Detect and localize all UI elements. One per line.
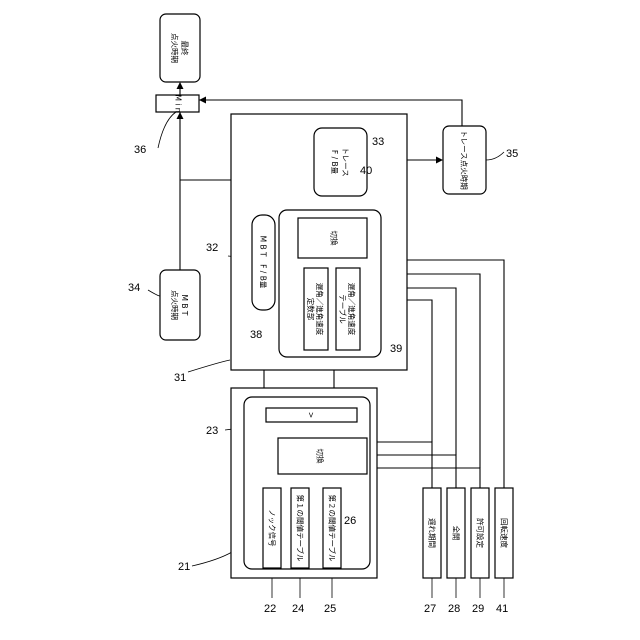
- leader-31: [188, 360, 230, 372]
- switch-upper-label: 切換: [330, 231, 340, 246]
- ref-38: 38: [250, 329, 262, 341]
- comparator-label: >: [307, 412, 316, 418]
- ref-22: 22: [264, 603, 276, 615]
- ref-36: 36: [134, 144, 146, 156]
- retard-advance-const-block: 遅角／進角速度 定数部: [304, 268, 328, 350]
- ref-28: 28: [448, 603, 460, 615]
- permission-setting-label: 許可設定: [476, 518, 486, 548]
- trace-ignition-block: トレース点火時期: [443, 126, 486, 194]
- retard-advance-table-line1: 遅角／進角速度: [347, 283, 357, 336]
- ref-27: 27: [424, 603, 436, 615]
- mbt-fb-block: M B T F / B量: [252, 215, 275, 310]
- leader-36: [158, 112, 176, 148]
- arrow-into-min-right: [199, 97, 206, 104]
- rotation-speed-label: 回転速度: [500, 518, 510, 548]
- mbt-ignition-line1: M B T: [180, 295, 189, 316]
- permission-setting-block: 許可設定: [471, 488, 489, 578]
- arrow-into-min-bottom: [177, 112, 184, 119]
- threshold-table-1-label: 第１の閾値テーブル: [296, 494, 306, 562]
- ref-21: 21: [178, 561, 190, 573]
- ref-23: 23: [206, 425, 218, 437]
- final-ignition-line2: 点火時期: [170, 33, 179, 63]
- leader-35: [486, 152, 504, 160]
- ref-39: 39: [390, 343, 402, 355]
- delay-period-block: 遅れ期間: [423, 488, 441, 578]
- ref-29: 29: [472, 603, 484, 615]
- switch-lower-block: 切換: [278, 438, 367, 474]
- min-selector-block: M i n: [156, 94, 199, 112]
- rotation-speed-block: 回転速度: [495, 488, 513, 578]
- leader-21: [192, 552, 232, 566]
- arrow-into-final: [177, 82, 184, 89]
- ref-33: 33: [372, 136, 384, 148]
- ref-40: 40: [360, 165, 372, 177]
- final-ignition-line1: 最終: [180, 41, 190, 56]
- ref-32: 32: [206, 242, 218, 254]
- ref-24: 24: [292, 603, 304, 615]
- connector-full-open-to-switch: [367, 455, 456, 488]
- mbt-fb-label: M B T F / B量: [259, 236, 268, 289]
- ref-34: 34: [128, 282, 140, 294]
- knock-signal-block: ノック信号: [263, 488, 281, 568]
- knock-signal-label: ノック信号: [268, 509, 278, 546]
- final-ignition-block: 最終 点火時期: [160, 14, 200, 82]
- ref-35: 35: [506, 148, 518, 160]
- trace-ignition-label: トレース点火時期: [460, 130, 469, 190]
- retard-advance-const-line2: 定数部: [306, 298, 316, 321]
- retard-advance-table-line2: テーブル: [338, 294, 348, 324]
- ref-25: 25: [324, 603, 336, 615]
- min-selector-label: M i n: [174, 94, 183, 112]
- trace-fb-line2: F / B量: [330, 150, 339, 175]
- threshold-table-1-block: 第１の閾値テーブル: [291, 488, 309, 568]
- ref-31: 31: [174, 372, 186, 384]
- retard-advance-table-block: 遅角／進角速度 テーブル: [336, 268, 360, 350]
- full-open-block: 全開: [447, 488, 465, 578]
- connector-permission-to-switch: [367, 468, 480, 488]
- ref-26: 26: [344, 515, 356, 527]
- threshold-table-2-label: 第２の閾値テーブル: [328, 494, 338, 562]
- threshold-table-2-block: 第２の閾値テーブル: [323, 488, 341, 568]
- comparator-block: >: [266, 408, 357, 422]
- full-open-label: 全開: [452, 526, 462, 541]
- mbt-ignition-block: M B T 点火時期: [160, 270, 200, 340]
- mbt-ignition-line2: 点火時期: [170, 290, 179, 320]
- arrow-into-trace-ignition: [436, 157, 443, 164]
- trace-fb-block: トレース F / B量: [314, 128, 367, 196]
- retard-advance-const-line1: 遅角／進角速度: [315, 283, 325, 336]
- switch-upper-block: 切換: [298, 218, 367, 258]
- leader-34: [148, 290, 160, 296]
- switch-lower-label: 切換: [316, 449, 326, 464]
- trace-fb-line1: トレース: [341, 147, 350, 177]
- delay-period-label: 遅れ期間: [428, 518, 437, 548]
- ref-41: 41: [496, 603, 508, 615]
